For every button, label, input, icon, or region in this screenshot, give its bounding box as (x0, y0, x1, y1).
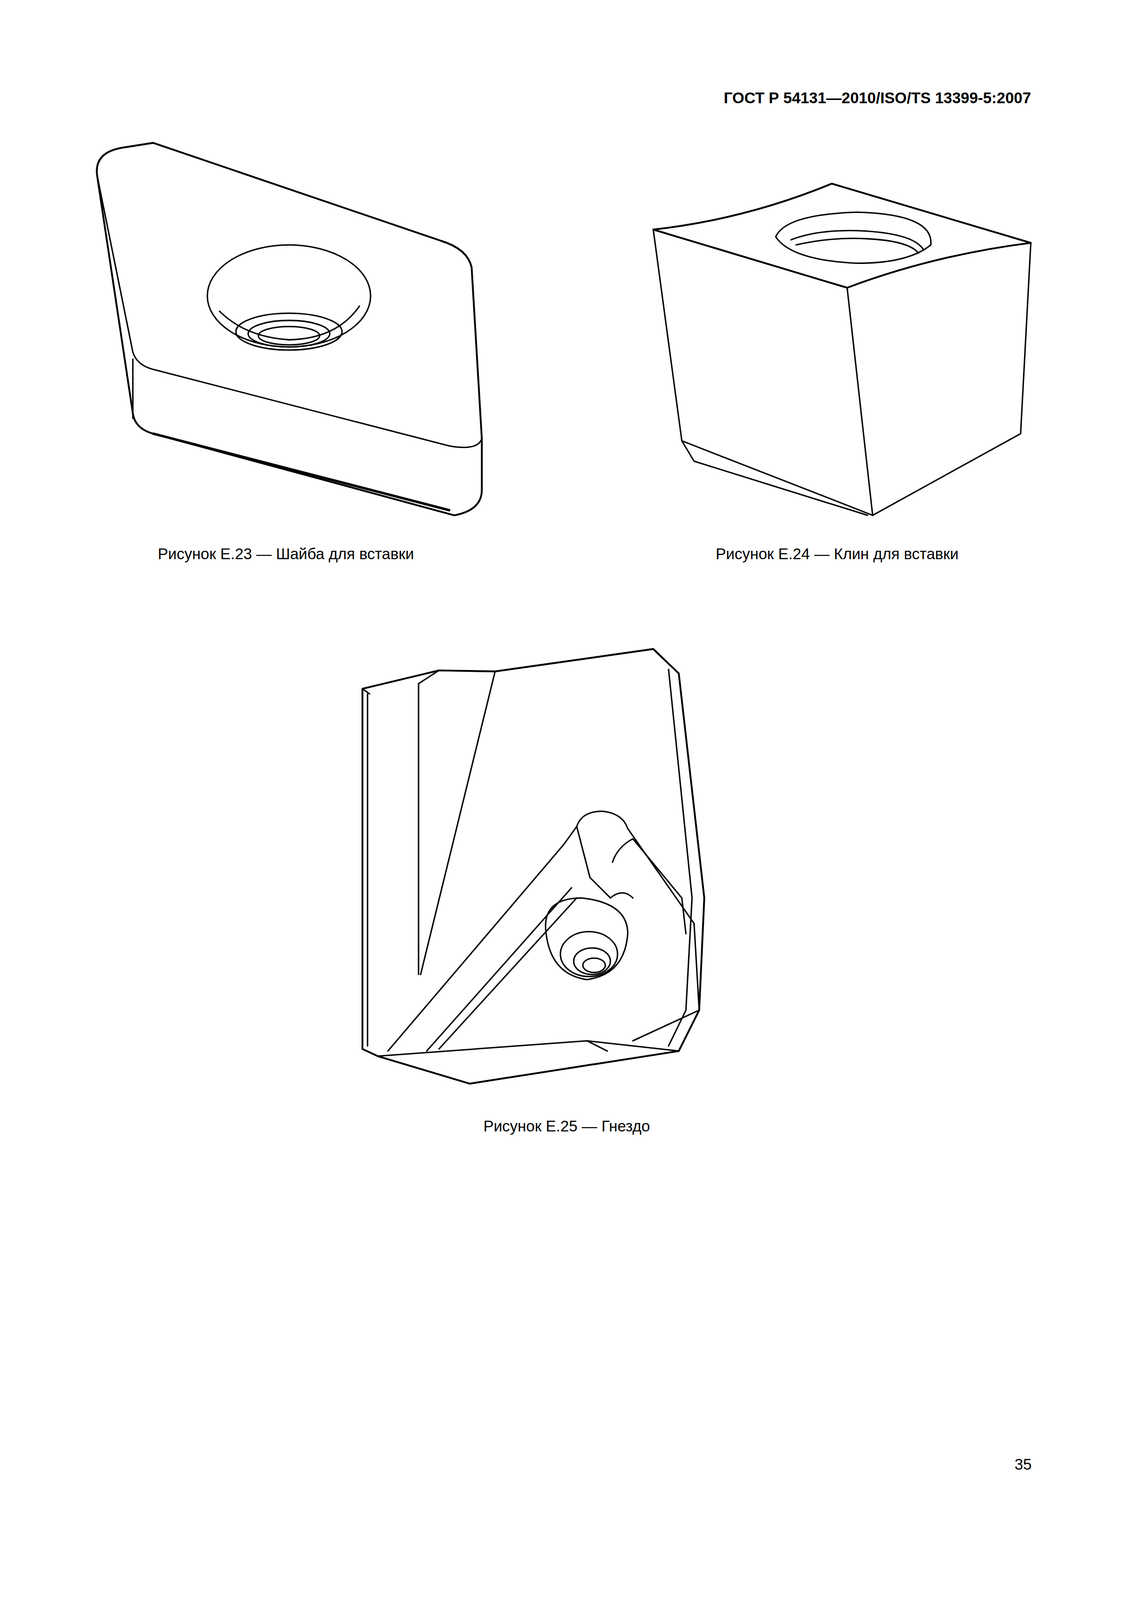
figure-caption: Рисунок Е.23 — Шайба для вставки (157, 544, 414, 564)
pocket-drawing (362, 648, 705, 1084)
figure-caption: Рисунок Е.24 — Клин для вставки (715, 544, 959, 564)
page-number: 35 (1014, 1455, 1032, 1474)
wedge-drawing (653, 183, 1031, 516)
page-header: ГОСТ Р 54131—2010/ISO/TS 13399-5:2007 (723, 88, 1032, 108)
shim-drawing (96, 142, 482, 516)
figure-caption: Рисунок Е.25 — Гнездо (483, 1116, 651, 1136)
